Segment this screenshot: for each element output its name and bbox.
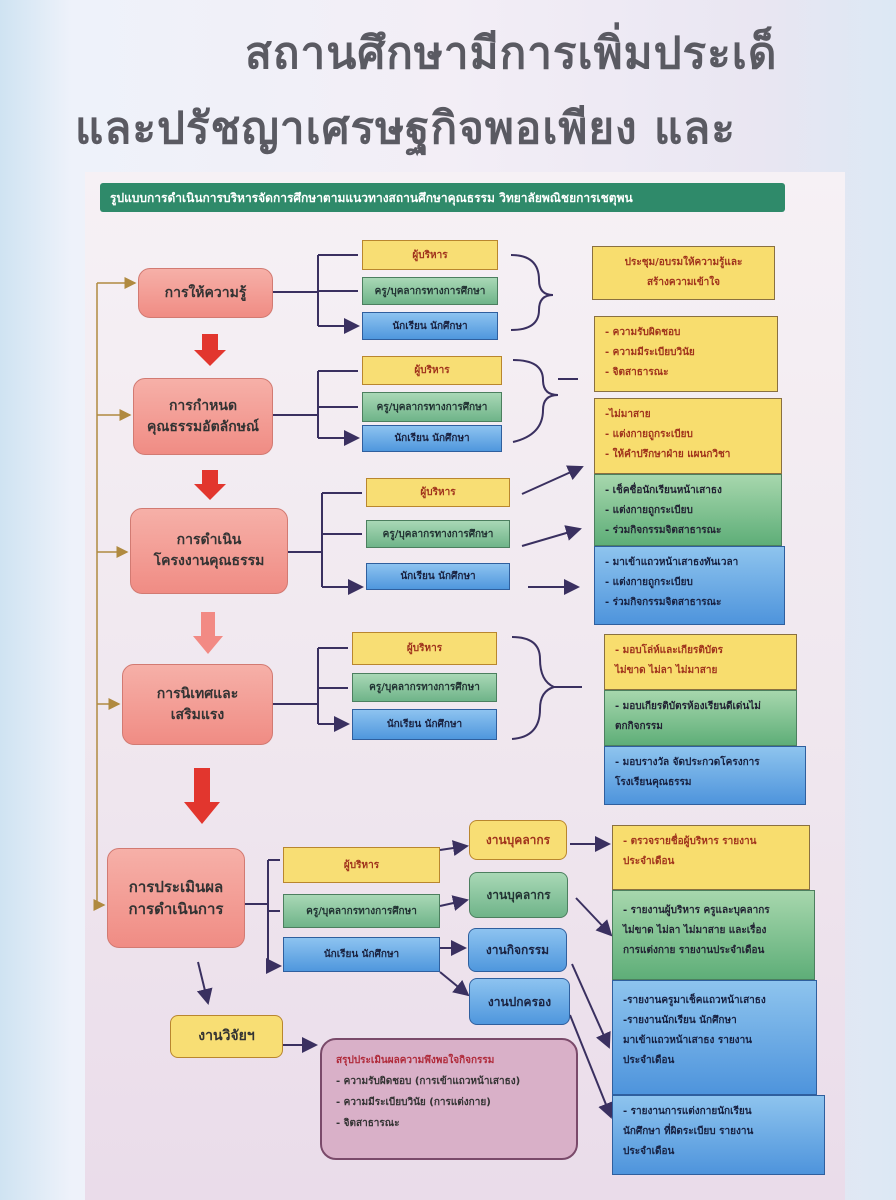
summary-item: - ความมีระเบียบวินัย (การแต่งกาย) <box>336 1097 491 1108</box>
result-line: -รายงานครูมาเช็คแถวหน้าเสาธง <box>623 995 766 1006</box>
result-line: - มอบโล่ห์และเกียรติบัตร <box>615 645 724 656</box>
role-teacher: ครู/บุคลากรทางการศึกษา <box>352 673 497 702</box>
step-label: การนิเทศและ <box>156 685 239 702</box>
role-teacher: ครู/บุคลากรทางการศึกษา <box>362 277 498 305</box>
summary-box: สรุปประเมินผลความพึงพอใจกิจกรรม - ความรั… <box>320 1038 578 1160</box>
result-line: ประจำเดือน <box>623 1055 675 1066</box>
result-line: - ร่วมกิจกรรมจิตสาธารณะ <box>605 525 722 536</box>
step-label: เสริมแรง <box>170 706 225 723</box>
result-line: การแต่งกาย รายงานประจำเดือน <box>623 945 765 956</box>
summary-item: - ความรับผิดชอบ (การเข้าแถวหน้าเสาธง) <box>336 1076 521 1087</box>
unit-discipline: งานปกครอง <box>469 978 570 1025</box>
step-label: การให้ความรู้ <box>164 284 247 301</box>
result-box: - มอบเกียรติบัตรห้องเรียนดีเด่นไม่ตกกิจก… <box>604 690 797 746</box>
role-student: นักเรียน นักศึกษา <box>283 937 440 972</box>
result-line: ประจำเดือน <box>623 856 675 867</box>
step-evaluation: การประเมินผลการดำเนินการ <box>107 848 245 948</box>
step-supervision: การนิเทศและเสริมแรง <box>122 664 273 745</box>
result-line: - แต่งกายถูกระเบียบ <box>605 429 693 440</box>
step-label: การประเมินผล <box>128 877 224 896</box>
role-teacher: ครู/บุคลากรทางการศึกษา <box>366 520 510 548</box>
result-line: - มอบเกียรติบัตรห้องเรียนดีเด่นไม่ <box>615 701 761 712</box>
unit-personnel: งานบุคลากร <box>469 820 567 860</box>
result-line: - ให้คำปรึกษาฝ่าย แผนกวิชา <box>605 449 731 460</box>
poster-title-line2: และปรัชญาเศรษฐกิจพอเพียง และ <box>75 103 736 154</box>
result-line: - มาเข้าแถวหน้าเสาธงทันเวลา <box>605 557 739 568</box>
result-line: - รายงานการแต่งกายนักเรียน <box>623 1106 752 1117</box>
step-projects: การดำเนินโครงงานคุณธรรม <box>130 508 288 594</box>
role-admin: ผู้บริหาร <box>352 632 497 665</box>
result-box: - มาเข้าแถวหน้าเสาธงทันเวลา - แต่งกายถูกร… <box>594 546 785 625</box>
result-line: - ความรับผิดชอบ <box>605 327 681 338</box>
step-label: การดำเนิน <box>176 532 242 548</box>
result-box: - เช็คชื่อนักเรียนหน้าเสาธง - แต่งกายถูกร… <box>594 474 782 546</box>
result-box: - รายงานการแต่งกายนักเรียนนักศึกษา ที่ผิ… <box>612 1095 825 1175</box>
result-box: - รายงานผู้บริหาร ครูและบุคลากรไม่ขาด ไม… <box>612 890 815 980</box>
result-line: -รายงานนักเรียน นักศึกษา <box>623 1015 737 1026</box>
result-line: - ร่วมกิจกรรมจิตสาธารณะ <box>605 597 722 608</box>
result-box: - มอบรางวัล จัดประกวดโครงการโรงเรียนคุณธ… <box>604 746 806 805</box>
result-line: มาเข้าแถวหน้าเสาธง รายงาน <box>623 1035 753 1046</box>
role-teacher: ครู/บุคลากรทางการศึกษา <box>362 392 502 422</box>
poster-title-line1: สถานศึกษามีการเพิ่มประเด็ <box>245 28 778 79</box>
result-line: - แต่งกายถูกระเบียบ <box>605 505 693 516</box>
result-line: - ความมีระเบียบวินัย <box>605 347 695 358</box>
down-arrows <box>184 334 226 824</box>
result-line: - แต่งกายถูกระเบียบ <box>605 577 693 588</box>
unit-research: งานวิจัยฯ <box>170 1015 283 1058</box>
result-line: นักศึกษา ที่ผิดระเบียบ รายงาน <box>623 1126 754 1137</box>
step-label: การกำหนด <box>168 397 238 414</box>
result-line: ไม่ขาด ไม่ลา ไม่มาสาย และเรื่อง <box>623 925 767 936</box>
role-student: นักเรียน นักศึกษา <box>366 563 510 590</box>
result-box: ประชุม/อบรมให้ความรู้และสร้างความเข้าใจ <box>592 246 775 300</box>
role-admin: ผู้บริหาร <box>362 356 502 385</box>
result-box: -ไม่มาสาย - แต่งกายถูกระเบียบ - ให้คำปรึกษ… <box>594 398 782 474</box>
result-box: - ตรวจรายชื่อผู้บริหาร รายงานประจำเดือน <box>612 825 810 890</box>
result-line: ไม่ขาด ไม่ลา ไม่มาสาย <box>615 665 718 676</box>
result-line: สร้างความเข้าใจ <box>646 277 721 288</box>
step-label: คุณธรรมอัตลักษณ์ <box>147 418 259 435</box>
result-line: - รายงานผู้บริหาร ครูและบุคลากร <box>623 905 770 916</box>
role-admin: ผู้บริหาร <box>283 847 440 883</box>
role-student: นักเรียน นักศึกษา <box>362 312 498 340</box>
result-line: - จิตสาธารณะ <box>605 367 669 378</box>
summary-item: - จิตสาธารณะ <box>336 1118 400 1129</box>
role-student: นักเรียน นักศึกษา <box>362 425 502 452</box>
role-student: นักเรียน นักศึกษา <box>352 709 497 740</box>
result-box: -รายงานครูมาเช็คแถวหน้าเสาธง -รายงานนักเร… <box>612 980 817 1095</box>
result-box: - ความรับผิดชอบ - ความมีระเบียบวินัย - จิต… <box>594 316 778 392</box>
diagram-header: รูปแบบการดำเนินการบริหารจัดการศึกษาตามแน… <box>100 183 785 212</box>
result-line: - ตรวจรายชื่อผู้บริหาร รายงาน <box>623 836 757 847</box>
result-line: โรงเรียนคุณธรรม <box>615 777 692 788</box>
result-line: - เช็คชื่อนักเรียนหน้าเสาธง <box>605 485 722 496</box>
result-box: - มอบโล่ห์และเกียรติบัตรไม่ขาด ไม่ลา ไม่… <box>604 634 797 690</box>
summary-heading: สรุปประเมินผลความพึงพอใจกิจกรรม <box>336 1055 495 1066</box>
role-admin: ผู้บริหาร <box>366 478 510 507</box>
step-knowledge: การให้ความรู้ <box>138 268 273 318</box>
result-line: ตกกิจกรรม <box>615 721 663 732</box>
result-line: ประจำเดือน <box>623 1146 675 1157</box>
step-label: โครงงานคุณธรรม <box>153 553 265 569</box>
result-line: - มอบรางวัล จัดประกวดโครงการ <box>615 757 760 768</box>
role-teacher: ครู/บุคลากรทางการศึกษา <box>283 894 440 928</box>
step-identity: การกำหนดคุณธรรมอัตลักษณ์ <box>133 378 273 455</box>
unit-personnel: งานบุคลากร <box>469 872 568 918</box>
unit-activities: งานกิจกรรม <box>468 928 567 972</box>
step-label: การดำเนินการ <box>128 900 224 918</box>
result-line: ประชุม/อบรมให้ความรู้และ <box>624 257 743 268</box>
result-line: -ไม่มาสาย <box>605 409 651 420</box>
role-admin: ผู้บริหาร <box>362 240 498 270</box>
